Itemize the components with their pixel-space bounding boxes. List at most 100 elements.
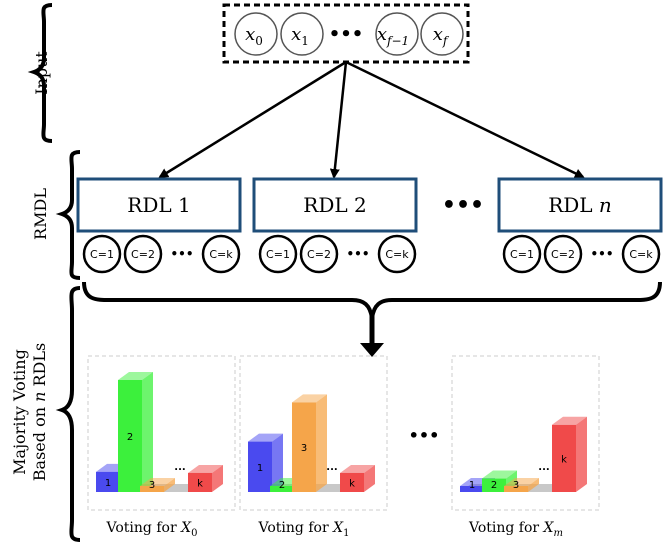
class-circle-label: C=1 (90, 248, 114, 261)
vote-bar (96, 471, 120, 492)
input-node-label: xf (433, 24, 450, 48)
voting-section-label-line1: Majority Voting (10, 349, 29, 475)
class-circle (502, 234, 542, 274)
vote-bar-side (212, 464, 223, 492)
vote-bar-label: 3 (513, 480, 519, 491)
vote-bar (482, 478, 506, 492)
class-circle-label: C=2 (131, 248, 155, 261)
input-node-circle (375, 12, 419, 56)
class-circle-label: C=2 (551, 248, 575, 261)
voting-section-label-line2: Based on n RDLs (30, 343, 49, 481)
class-circles: C=1 C=2 C=k ••• C=1 C=2 C=k ••• C=1 C=2 C=k ••• (82, 234, 661, 274)
input-node-label: x1 (291, 24, 309, 48)
rmdl-brace (55, 150, 81, 280)
vote-bar-ellipsis: ... (538, 462, 549, 473)
class-ellipsis: ••• (590, 247, 613, 261)
arrow-to-rdl-2 (329, 61, 348, 179)
vote-bar-top (188, 464, 223, 473)
vote-bar (340, 472, 364, 492)
class-ellipsis: ••• (346, 247, 369, 261)
input-node-circle (234, 12, 278, 56)
merge-brace (82, 281, 662, 319)
vote-bar-label: 3 (149, 480, 155, 491)
vote-bar (292, 402, 316, 492)
rdl-box-label: RDL n (548, 193, 612, 217)
class-circle (82, 234, 122, 274)
class-circle (299, 234, 339, 274)
input-node-circle (420, 12, 464, 56)
class-circle-label: C=k (629, 248, 653, 261)
rdl-ellipsis: ••• (442, 193, 484, 218)
arrow-to-rdl-1 (158, 60, 347, 179)
rdl-box-label: RDL 2 (303, 193, 366, 217)
vote-panel (239, 355, 388, 511)
class-circle (377, 234, 417, 274)
class-circle-label: C=2 (307, 248, 331, 261)
rdl-box (76, 177, 242, 233)
vote-panel-caption: Voting for Xm (468, 520, 563, 539)
vote-panel (451, 355, 600, 511)
vote-bar-side (576, 416, 587, 492)
input-node-label: xf−1 (377, 24, 409, 48)
vote-bar-top (292, 394, 327, 403)
vote-bar-label: 1 (469, 480, 475, 491)
vote-bar-label: 3 (301, 443, 307, 454)
input-node-circle (280, 12, 324, 56)
vote-bar (552, 424, 576, 492)
vote-panel-caption: Voting for X1 (258, 520, 350, 539)
class-circle-label: C=1 (266, 248, 290, 261)
vote-bar-ellipsis: ... (326, 462, 337, 473)
vote-bar-label: 2 (491, 480, 497, 491)
input-node-label: x0 (245, 24, 263, 48)
panel-ellipsis: ••• (409, 426, 440, 445)
vote-bar-side (272, 433, 283, 492)
voting-brace (55, 286, 81, 542)
input-brace (27, 3, 53, 143)
vote-bar-top (118, 372, 153, 380)
rdl-box (252, 177, 418, 233)
vote-bar-side (142, 372, 153, 492)
vote-panel (87, 355, 236, 511)
class-circle (621, 234, 661, 274)
class-circle (543, 234, 583, 274)
rmdl-section-label: RMDL (31, 188, 50, 240)
vote-bar-label: 2 (279, 480, 285, 491)
input-section-label: Input (32, 51, 51, 95)
vote-bar-ellipsis: ... (174, 462, 185, 473)
input-ellipsis: ••• (329, 24, 364, 45)
vote-bar-label: 2 (127, 432, 133, 443)
arrow-to-rdl-n (345, 60, 585, 179)
vote-bar-top (552, 416, 587, 425)
rdl-box-label: RDL 1 (127, 193, 190, 217)
class-circle-label: C=1 (510, 248, 534, 261)
class-circle (201, 234, 241, 274)
class-circle-label: C=k (209, 248, 233, 261)
merge-arrowhead (360, 343, 384, 357)
vote-bar-top (340, 464, 375, 473)
vote-bar-label: 1 (105, 478, 111, 489)
vote-bar-side (316, 394, 327, 492)
vote-bar (188, 472, 212, 492)
vote-bar (460, 486, 484, 492)
vote-bar (504, 486, 528, 492)
vote-bar (140, 486, 164, 492)
rdl-boxes: RDL 1 RDL 2 RDL n (76, 177, 663, 233)
input-nodes: x0 x1 ••• xf−1 xf (234, 12, 464, 56)
vote-bar-side (364, 464, 375, 492)
vote-bar-top (482, 470, 517, 479)
vote-bar-side (164, 478, 175, 492)
rdl-box (497, 177, 663, 233)
vote-bar (270, 486, 294, 492)
class-circle-label: C=k (385, 248, 409, 261)
vote-bar-label: k (349, 478, 355, 489)
vote-bar-label: k (561, 454, 567, 465)
vote-bar-top (140, 478, 175, 486)
class-circle (123, 234, 163, 274)
vote-bar-label: 1 (257, 463, 263, 474)
vote-bar-top (248, 433, 283, 442)
vote-bar-top (504, 478, 539, 486)
vote-bar (118, 380, 142, 492)
class-ellipsis: ••• (170, 247, 193, 261)
